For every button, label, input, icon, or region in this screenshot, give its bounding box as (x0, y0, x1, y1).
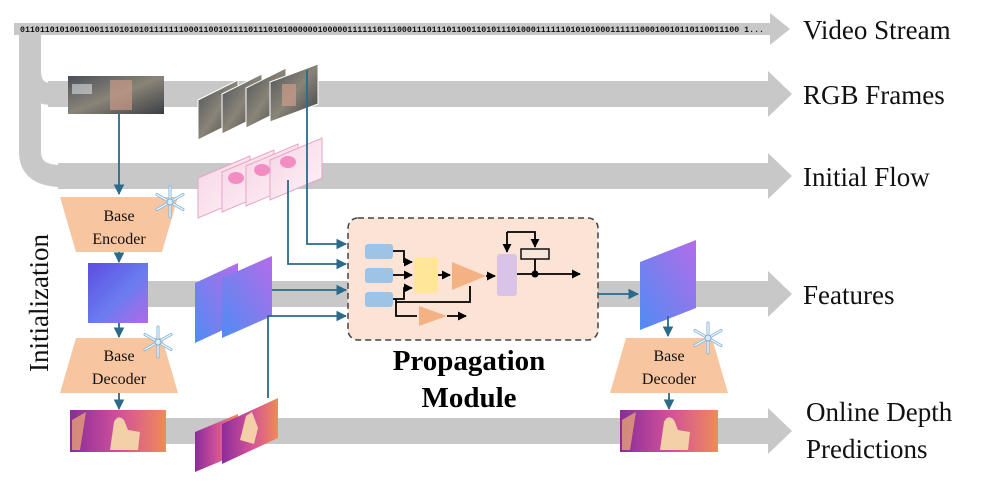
decoder-right-label-line2: Decoder (642, 371, 697, 388)
stream-video (14, 13, 790, 45)
rgb-frame-stack (197, 63, 319, 141)
propagation-title-line2: Module (421, 382, 516, 414)
label-features: Features (803, 280, 894, 310)
base-encoder: Base Encoder (60, 197, 178, 252)
first-rgb-frame (68, 76, 164, 114)
flow-frame-stack (197, 137, 323, 219)
connectors-to-module (267, 70, 348, 398)
encoder-label-line1: Base (103, 208, 134, 225)
module-input-2 (365, 268, 393, 283)
module-triangle-small (419, 306, 447, 326)
stream-branch (19, 35, 63, 187)
output-feature-map (640, 240, 696, 330)
label-rgb-frames: RGB Frames (803, 80, 945, 110)
module-fusion-block (414, 257, 438, 293)
module-input-3 (365, 292, 393, 307)
decoder-left-label-line2: Decoder (92, 371, 147, 388)
depth-stack (195, 398, 278, 472)
label-initial-flow: Initial Flow (803, 162, 930, 192)
stream-rgb (48, 71, 792, 117)
label-depth-line2: Predictions (806, 434, 928, 464)
first-depth-map (70, 410, 166, 452)
base-decoder-right: Base Decoder (610, 338, 728, 393)
label-video-stream: Video Stream (803, 15, 951, 45)
encoder-label-line2: Encoder (92, 231, 146, 248)
base-decoder-left: Base Decoder (60, 338, 178, 393)
stream-flow (58, 153, 792, 199)
propagation-title-line1: Propagation (393, 345, 546, 377)
propagation-module (347, 217, 599, 341)
module-gate-box (520, 248, 550, 260)
module-purple-block (497, 254, 517, 296)
decoder-left-label-line1: Base (103, 348, 134, 365)
first-feature-map (88, 263, 148, 323)
output-depth-map (620, 410, 718, 452)
module-input-1 (365, 244, 393, 259)
decoder-right-label-line1: Base (653, 348, 684, 365)
bitstream-text: 0110110101001100111010101011111110001100… (20, 26, 764, 35)
module-triangle-large (452, 262, 486, 290)
feature-stack (195, 256, 272, 343)
initialization-label: Initialization (24, 234, 54, 372)
label-depth-line1: Online Depth (806, 397, 953, 427)
